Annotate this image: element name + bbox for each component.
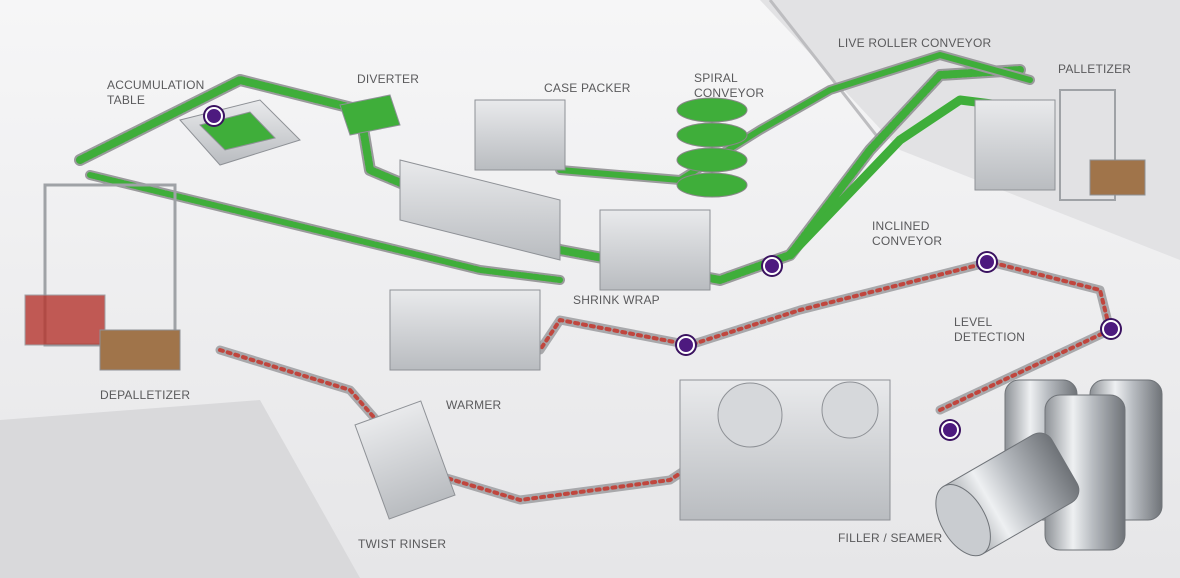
- hotspot-accumulation-table[interactable]: [205, 107, 223, 125]
- spiral-conveyor: [676, 97, 748, 198]
- label-depalletizer: DEPALLETIZER: [100, 388, 191, 402]
- back-wall: [760, 0, 1180, 260]
- label-inclined-conveyor: INCLINED CONVEYOR: [872, 219, 943, 248]
- label-live-roller-conveyor: LIVE ROLLER CONVEYOR: [838, 36, 992, 50]
- hotspot-inclined-conveyor[interactable]: [763, 257, 781, 275]
- label-accumulation-table: ACCUMULATION TABLE: [107, 78, 205, 107]
- aluminum-cans: [935, 379, 1163, 557]
- label-warmer: WARMER: [446, 398, 502, 412]
- label-level-detection: LEVEL DETECTION: [954, 315, 1026, 344]
- hotspot-shrink-wrap[interactable]: [677, 336, 695, 354]
- floor-platform: [0, 400, 360, 578]
- label-shrink-wrap: SHRINK WRAP: [573, 293, 660, 307]
- label-filler-seamer: FILLER / SEAMER: [838, 531, 943, 545]
- hotspot-filler-seamer[interactable]: [941, 421, 959, 439]
- label-palletizer: PALLETIZER: [1058, 62, 1132, 76]
- hotspot-level-detection-right[interactable]: [1102, 320, 1120, 338]
- label-diverter: DIVERTER: [357, 72, 420, 86]
- hotspot-level-detection[interactable]: [978, 253, 996, 271]
- label-case-packer: CASE PACKER: [544, 81, 631, 95]
- label-twist-rinser: TWIST RINSER: [358, 537, 447, 551]
- machines: [24, 89, 1146, 521]
- label-spiral-conveyor: SPIRAL CONVEYOR: [694, 71, 765, 100]
